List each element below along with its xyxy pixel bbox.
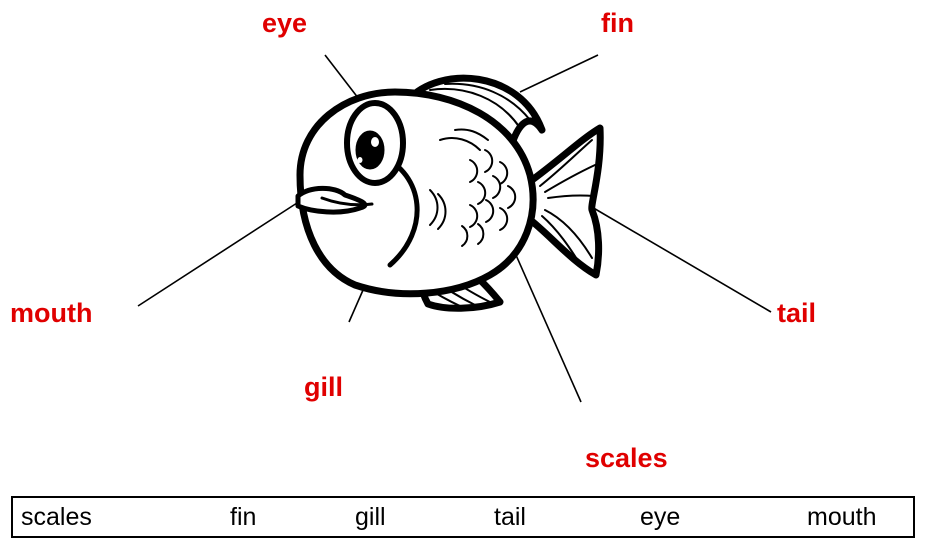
label-gill: gill	[304, 374, 343, 401]
word-bank: scales fin gill tail eye mouth	[11, 496, 915, 538]
label-tail: tail	[777, 300, 816, 327]
fin-pointer-line	[520, 55, 598, 92]
label-fin: fin	[601, 10, 634, 37]
word-bank-item-mouth: mouth	[807, 505, 876, 530]
word-bank-item-gill: gill	[355, 505, 386, 530]
word-bank-item-fin: fin	[230, 505, 256, 530]
label-eye: eye	[262, 10, 307, 37]
word-bank-item-eye: eye	[640, 505, 680, 530]
word-bank-item-tail: tail	[494, 505, 526, 530]
mouth-pointer-line	[138, 203, 297, 306]
tail-pointer-line	[585, 203, 771, 312]
word-bank-item-scales: scales	[21, 505, 92, 530]
scales-pointer-line	[508, 237, 581, 402]
fish-icon	[298, 78, 600, 308]
label-scales: scales	[585, 445, 668, 472]
label-mouth: mouth	[10, 300, 92, 327]
eye-icon	[347, 103, 403, 183]
